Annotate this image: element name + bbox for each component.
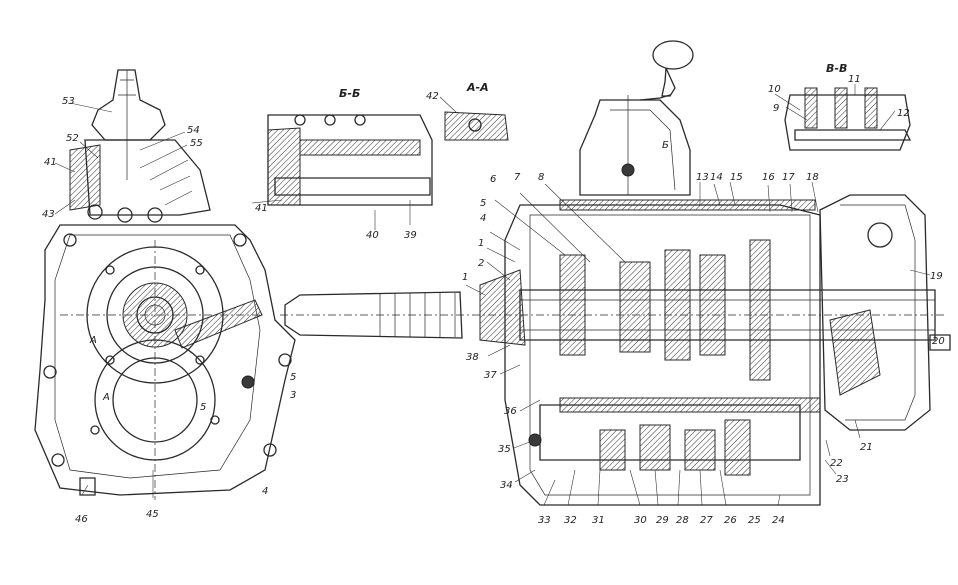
callout-8: 8 bbox=[538, 172, 544, 183]
callout-9: 9 bbox=[773, 103, 779, 114]
callout-1: 1 bbox=[462, 272, 468, 283]
callout-labels: 53 52 41 43 54 55 41 40 39 42 5 3 5 4 46… bbox=[42, 74, 945, 526]
callout-37: 37 bbox=[484, 370, 497, 381]
callout-27: 27 bbox=[700, 515, 713, 526]
callout-12: 12 bbox=[897, 108, 910, 119]
callout-42: 42 bbox=[426, 91, 439, 102]
callout-30: 30 bbox=[634, 515, 647, 526]
section-bb-view bbox=[267, 114, 433, 230]
marker-a-left-lower: А bbox=[102, 392, 110, 403]
callout-35: 35 bbox=[498, 444, 511, 455]
callout-16: 16 bbox=[762, 172, 775, 183]
callout-33: 33 bbox=[538, 515, 551, 526]
callout-19: 19 bbox=[930, 271, 943, 282]
callout-40: 40 bbox=[366, 230, 379, 241]
callout-25: 25 bbox=[748, 515, 761, 526]
callout-45: 45 bbox=[146, 509, 159, 520]
callout-2: 2 bbox=[478, 258, 484, 269]
front-view bbox=[34, 69, 296, 500]
callout-13: 13 bbox=[696, 172, 709, 183]
callout-34: 34 bbox=[500, 480, 513, 491]
callout-10: 10 bbox=[768, 84, 781, 95]
callout-41b: 41 bbox=[255, 203, 268, 214]
input-shaft bbox=[280, 291, 945, 339]
marker-b-right: Б bbox=[662, 140, 669, 151]
section-vv-view bbox=[784, 87, 912, 151]
callout-11: 11 bbox=[848, 74, 861, 85]
callout-26: 26 bbox=[724, 515, 737, 526]
callout-7: 7 bbox=[514, 172, 521, 183]
callout-14: 14 bbox=[710, 172, 723, 183]
callout-1b: 1 bbox=[478, 238, 484, 249]
callout-4-left: 4 bbox=[262, 486, 268, 497]
callout-6: 6 bbox=[490, 174, 496, 185]
callout-41: 41 bbox=[44, 157, 57, 168]
section-title-vv: В-В bbox=[826, 62, 847, 75]
callout-52: 55 bbox=[190, 138, 203, 149]
callout-46: 46 bbox=[75, 514, 88, 525]
marker-a-left: А bbox=[89, 335, 97, 346]
section-title-aa: А-А bbox=[466, 81, 489, 94]
callout-17: 17 bbox=[782, 172, 795, 183]
callout-5-left-b: 5 bbox=[200, 402, 206, 413]
callout-3-left: 3 bbox=[290, 390, 296, 401]
callout-21: 21 bbox=[860, 442, 873, 453]
callout-38: 38 bbox=[466, 352, 479, 363]
callout-32: 32 bbox=[564, 515, 577, 526]
leader-lines bbox=[54, 84, 931, 506]
callout-36: 36 bbox=[504, 406, 517, 417]
callout-20: 20 bbox=[932, 336, 945, 347]
section-title-bb: Б-Б bbox=[339, 87, 360, 100]
callout-49: 52 bbox=[66, 133, 79, 144]
callout-31: 31 bbox=[592, 515, 605, 526]
callout-24: 24 bbox=[772, 515, 785, 526]
callout-15: 15 bbox=[730, 172, 743, 183]
longitudinal-section bbox=[479, 40, 951, 506]
callout-39: 39 bbox=[404, 230, 417, 241]
callout-23: 23 bbox=[836, 474, 849, 485]
callout-43: 43 bbox=[42, 209, 55, 220]
callout-28: 28 bbox=[676, 515, 689, 526]
callout-18: 18 bbox=[806, 172, 819, 183]
section-titles: Б-Б А-А В-В А А Б bbox=[89, 62, 847, 403]
section-aa-view bbox=[444, 111, 509, 141]
callout-5: 5 bbox=[480, 198, 486, 209]
callout-22: 22 bbox=[830, 458, 843, 469]
callout-4: 4 bbox=[480, 213, 486, 224]
callout-5-left: 5 bbox=[290, 372, 296, 383]
callout-50: 53 bbox=[62, 96, 75, 107]
callout-51: 54 bbox=[187, 125, 200, 136]
callout-29: 29 bbox=[656, 515, 669, 526]
